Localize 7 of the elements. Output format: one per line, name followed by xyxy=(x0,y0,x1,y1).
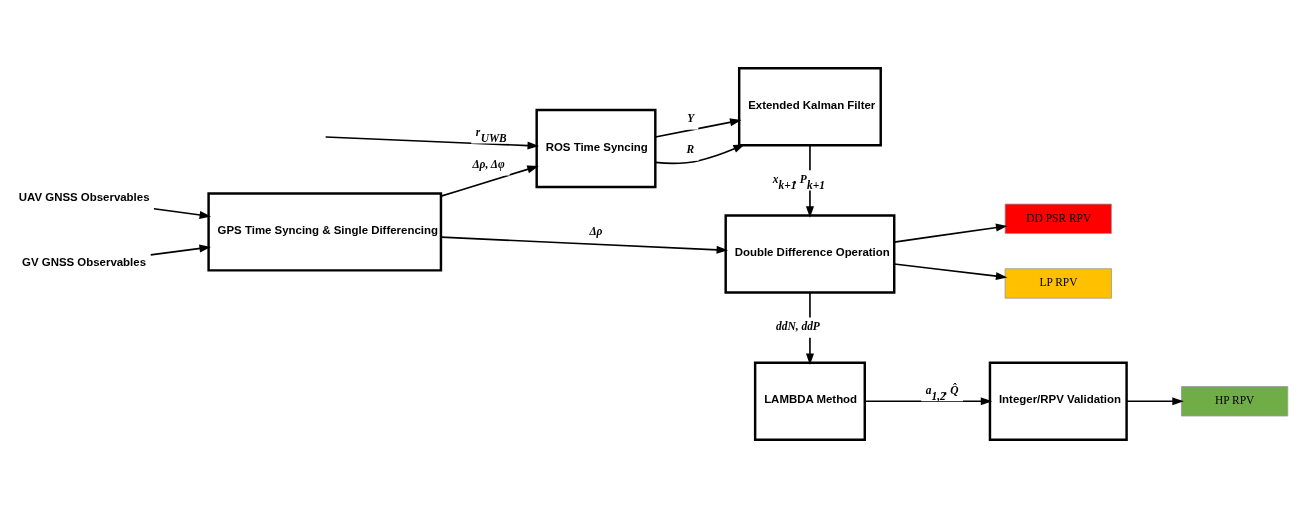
edge-label: Y⃗ xyxy=(687,111,704,124)
edge-label: Δρ, Δφ xyxy=(472,157,505,170)
edge-label: ddN, ddP xyxy=(776,319,820,332)
node-text: UAV GNSS Observables xyxy=(18,190,150,203)
edge-label: Δρ xyxy=(589,224,603,237)
edge-label: R⃗ xyxy=(686,142,703,155)
node-text: GV GNSS Observables xyxy=(22,255,147,268)
